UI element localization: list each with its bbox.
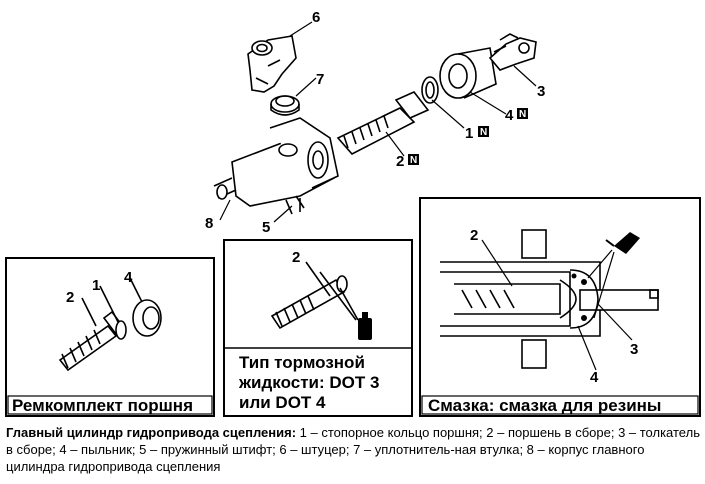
grease-callout-4: 4 [590, 369, 599, 386]
panel-fluid-type: 2 Тип тормозной жидкости: DOT 3 или DOT … [223, 239, 413, 417]
callout-8: 8 [205, 215, 213, 232]
callout-5: 5 [262, 219, 270, 236]
callout-4: 4 [505, 107, 514, 124]
kit-callout-1: 1 [92, 277, 100, 294]
new-part-marker-2 [408, 154, 419, 165]
figure-caption: Главный цилиндр гидропривода сцепления: … [6, 424, 700, 475]
panel-grease: 2 3 4 Смазка: смазка для резины [419, 197, 701, 417]
new-part-marker-4 [517, 108, 528, 119]
callout-1: 1 [465, 125, 473, 142]
fluid-title-line1: Тип тормозной [239, 353, 365, 372]
part-snap-ring [421, 76, 439, 104]
callout-2: 2 [396, 153, 404, 170]
new-part-marker-1 [478, 126, 489, 137]
caption-text: 1 – стопорное кольцо поршня; 2 – поршень… [6, 425, 700, 474]
fluid-title-line2: жидкости: DOT 3 [238, 373, 379, 392]
kit-title: Ремкомплект поршня [12, 396, 193, 415]
part-seal-bushing [270, 95, 300, 116]
part-cylinder-body [213, 117, 339, 212]
callout-7: 7 [316, 71, 324, 88]
panel-repair-kit: 2 1 4 Ремкомплект поршня [5, 257, 215, 417]
exploded-view [213, 33, 537, 215]
part-fitting [247, 35, 297, 93]
grease-title: Смазка: смазка для резины [428, 396, 661, 415]
new-part-marker-2-text: N [410, 155, 417, 166]
caption-title: Главный цилиндр гидропривода сцепления: [6, 425, 297, 440]
new-part-marker-4-text: N [519, 109, 526, 120]
callout-6: 6 [312, 9, 320, 26]
part-boot [439, 47, 497, 99]
grease-tube-icon [587, 232, 640, 319]
grease-callout-3: 3 [630, 341, 638, 358]
fluid-bottle-icon [358, 312, 372, 340]
kit-callout-2: 2 [66, 289, 74, 306]
top-leaders [219, 21, 537, 223]
callout-3: 3 [537, 83, 545, 100]
part-pushrod [488, 33, 537, 71]
kit-callout-4: 4 [124, 269, 133, 286]
grease-callout-2: 2 [470, 227, 478, 244]
new-part-marker-1-text: N [480, 127, 487, 138]
grease-dots [571, 273, 587, 321]
part-piston-assembly [336, 91, 430, 155]
fluid-title-line3: или DOT 4 [239, 393, 326, 412]
fluid-callout-2: 2 [292, 249, 300, 266]
part-spring-pin [285, 199, 293, 215]
